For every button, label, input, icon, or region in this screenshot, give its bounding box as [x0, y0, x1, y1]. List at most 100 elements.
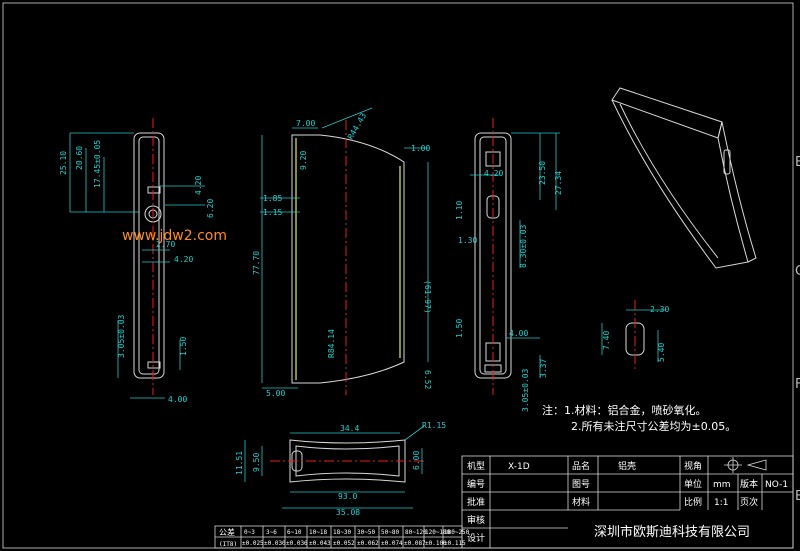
tb-danwei-value: mm [713, 480, 731, 490]
dim-label: 7.00 [296, 119, 315, 128]
tolerance-value: ±0.087 [404, 540, 426, 547]
dim-label: 9.50 [252, 453, 261, 472]
dim-label: 77.70 [252, 251, 261, 275]
dim-label: 11.51 [235, 451, 244, 475]
dim-label: 35.08 [336, 508, 360, 517]
dim-label: 2.70 [156, 240, 175, 249]
title-block: 机型 X-1D 品名 铝壳 视角 编号 图号 单位 mm 版本 NO-1 批准 … [461, 455, 794, 549]
tolerance-range: 6~10 [287, 529, 302, 536]
tolerance-range: 3~6 [266, 529, 277, 536]
tolerance-value: ±0.100 [425, 540, 447, 547]
isometric-view [611, 87, 757, 269]
tolerance-value: ±0.074 [381, 540, 403, 547]
tb-jixing-label: 机型 [467, 460, 485, 472]
tolerance-value: ±0.025 [242, 540, 264, 547]
zone-letter-4: E [795, 489, 800, 504]
tolerance-range: 50~80 [381, 529, 399, 536]
dim-label: 1.85 [263, 194, 282, 203]
tolerance-value: ±0.062 [357, 540, 379, 547]
zone-letter-2: C [795, 264, 800, 279]
bottom-view: 34.4 R1.15 11.51 9.50 6.00 93.0 35.08 [235, 421, 446, 517]
dim-label: 23.50 [538, 161, 547, 185]
dim-label: 4.20 [174, 255, 193, 264]
dim-label: 1.10 [455, 201, 464, 220]
tb-yeci-label: 页次 [740, 496, 758, 508]
dim-label: 3.05±0.03 [117, 314, 126, 358]
tb-bili-label: 比例 [684, 496, 702, 508]
tb-pinming-value: 铝壳 [618, 460, 636, 472]
dim-label: R44.43 [346, 111, 368, 141]
dim-label: 7.40 [602, 331, 611, 350]
tolerance-value: ±0.043 [309, 540, 331, 547]
tb-danwei-label: 单位 [684, 478, 702, 490]
tolerance-range: 0~3 [244, 529, 255, 536]
dim-label: 8.30±0.03 [519, 224, 528, 268]
dim-label: 25.10 [59, 151, 68, 175]
dim-label: 1.00 [411, 144, 430, 153]
company-name: 深圳市欧斯迪科技有限公司 [594, 524, 750, 540]
tb-pizhun-label: 批准 [467, 496, 485, 508]
tb-shijiao-label: 视角 [684, 460, 702, 472]
side-view: 7.00 R44.43 9.20 1.00 1.85 1.15 77.70 (6… [252, 107, 432, 398]
dim-label: (61.97) [423, 280, 432, 314]
dim-label: 6.52 [423, 370, 432, 389]
tolerance-range: 80~120 [405, 529, 427, 536]
tolerance-value: ±0.052 [333, 540, 355, 547]
tolerance-value: ±0.115 [444, 540, 466, 547]
tb-sheji-label: 设计 [467, 532, 485, 544]
dim-label: 4.00 [509, 329, 528, 338]
dim-label: 9.20 [299, 151, 308, 170]
dim-label: 93.0 [338, 492, 357, 501]
back-view: 4.20 23.50 27.34 1.10 1.30 8.30±0.03 1.5… [455, 118, 563, 412]
tb-bianhao-label: 编号 [467, 478, 485, 490]
dim-label: 1.15 [263, 208, 282, 217]
tolerance-range: 30~50 [357, 529, 375, 536]
tolerance-value: ±0.036 [286, 540, 308, 547]
tolerance-range: 10~18 [309, 529, 327, 536]
note-line-2: 2.所有未注尺寸公差均为±0.05。 [571, 419, 736, 433]
dim-label: 34.4 [340, 424, 359, 433]
dim-label: 2.30 [650, 305, 669, 314]
front-view: 25.10 20.60 17.45±0.05 4.20 6.20 2.70 4.… [59, 118, 215, 404]
dim-label: 1.50 [455, 319, 464, 338]
detail-view: 2.30 7.40 5.40 [601, 300, 669, 370]
projection-symbol [724, 457, 767, 473]
watermark-text: www.jdw2.com [122, 228, 227, 244]
tolerance-table: 公差 (IT8) 0~3 3~6 6~10 10~18 18~30 30~50 … [214, 525, 470, 549]
dim-label: 3.37 [539, 359, 548, 378]
dim-label: 4.20 [484, 169, 503, 178]
dim-label: 27.34 [554, 171, 563, 195]
dim-label: 17.45±0.05 [93, 140, 102, 188]
tb-tuhao-label: 图号 [572, 479, 590, 490]
tb-banben-label: 版本 [740, 478, 758, 490]
tb-banben-value: NO-1 [765, 480, 788, 490]
dim-label: 1.50 [179, 337, 188, 356]
dim-label: 4.00 [168, 395, 187, 404]
tb-shenhe-label: 审核 [467, 514, 485, 526]
tolerance-value: ±0.030 [264, 540, 286, 547]
dim-label: 5.40 [657, 343, 666, 362]
tolerance-header: 公差 [219, 527, 235, 537]
dim-label: 6.20 [206, 199, 215, 218]
dim-label: 5.00 [266, 389, 285, 398]
tolerance-range: 120~180 [425, 529, 451, 536]
dim-label: 20.60 [75, 146, 84, 170]
zone-letter-3: F [795, 377, 800, 392]
tolerance-range: 18~30 [333, 529, 351, 536]
dim-label: 6.00 [412, 451, 421, 470]
note-line-1: 注：1.材料：铝合金，喷砂氧化。 [542, 403, 707, 417]
dim-label: R84.14 [327, 329, 336, 358]
tb-cailiao-label: 材料 [572, 496, 590, 508]
tb-bili-value: 1:1 [714, 498, 728, 508]
tolerance-sub: (IT8) [219, 541, 237, 548]
dim-label: 4.20 [194, 176, 203, 195]
dim-label: R1.15 [422, 421, 446, 430]
tolerance-range: 180~250 [444, 529, 470, 536]
zone-letter-1: E [795, 155, 800, 170]
tb-pinming-label: 品名 [572, 460, 590, 472]
dim-label: 3.05±0.03 [521, 368, 530, 412]
tb-jixing-value: X-1D [508, 462, 530, 472]
dim-label: 1.30 [458, 236, 477, 245]
